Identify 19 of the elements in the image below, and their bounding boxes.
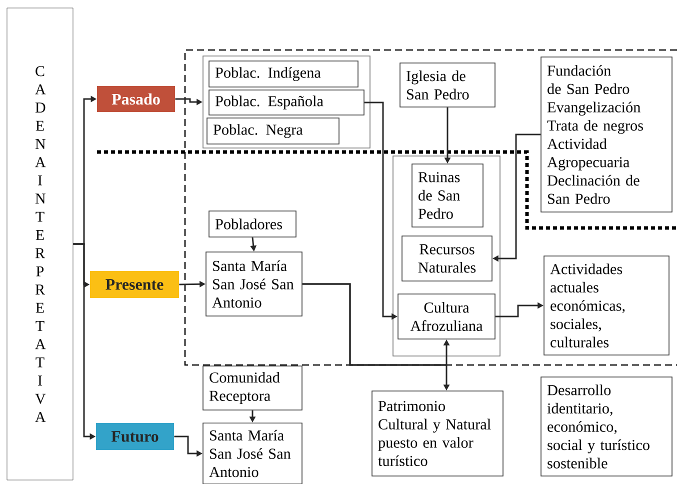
text-box: Poblac. Indígena <box>208 60 358 88</box>
period-box: Futuro <box>96 423 174 450</box>
period-box: Pasado <box>97 86 175 112</box>
text-box: Pobladores <box>208 210 296 238</box>
period-box: Presente <box>90 271 179 298</box>
text-box: Poblac. Española <box>208 90 364 116</box>
text-box: Patrimonio Cultural y Natural puesto en valor turístico <box>372 390 504 476</box>
text-box: Ruinas de San Pedro <box>412 164 484 228</box>
text-box: Actividades actuales económicas, sociales, culturales <box>544 256 670 356</box>
text-box: Comunidad Receptora <box>202 366 302 410</box>
text-box: Santa María San José San Antonio <box>202 422 302 484</box>
text-box: Iglesia de San Pedro <box>400 62 496 108</box>
title-box: CADENA INTERPRETATIVA <box>6 8 74 480</box>
text-box: Recursos Naturales <box>402 236 492 282</box>
text-box: Poblac. Negra <box>206 118 340 144</box>
text-box: Santa María San José San Antonio <box>206 252 302 316</box>
text-box: Fundación de San Pedro Evangelización Trata de negros Actividad Agropecuaria Declinación de San Pedro <box>540 56 672 212</box>
text-box: Desarrollo identitario, económico, social y turístico sostenible <box>540 376 672 476</box>
text-box: Cultura Afrozuliana <box>398 294 496 340</box>
